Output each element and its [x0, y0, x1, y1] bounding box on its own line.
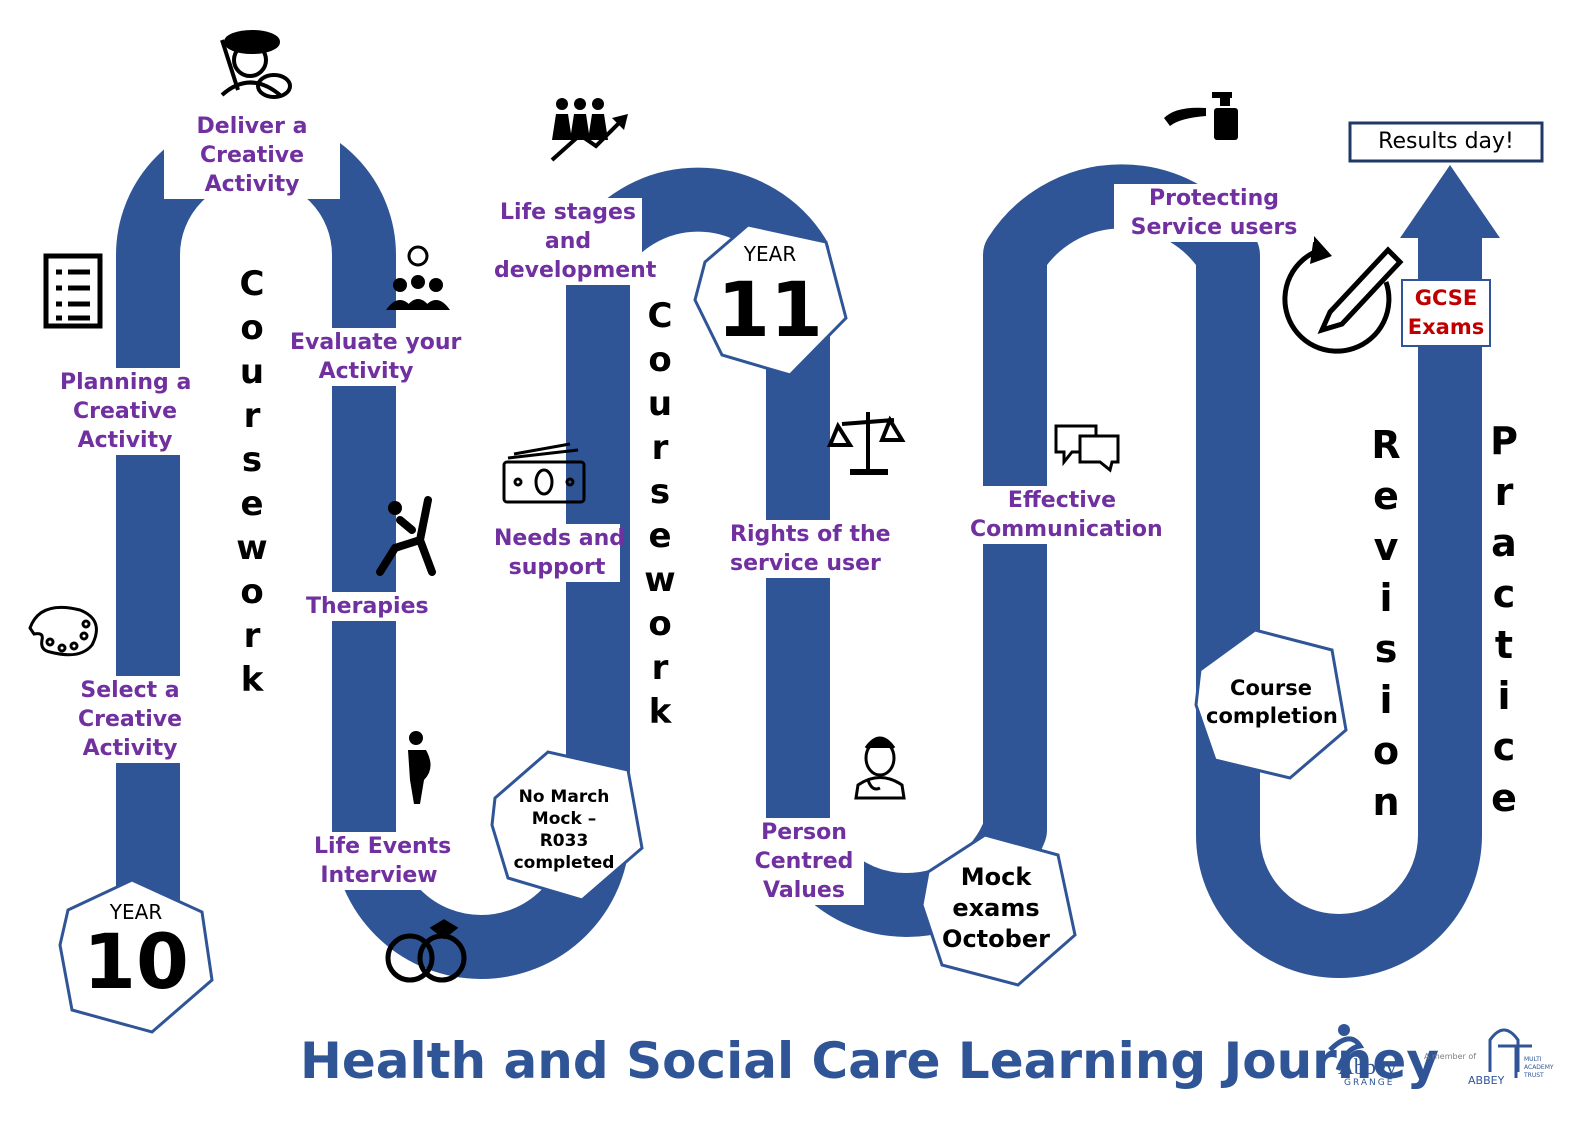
mock-hexagon: [920, 833, 1077, 987]
coursework1-letter: w: [236, 528, 268, 568]
results-day-label: Results day!: [1378, 129, 1514, 154]
coursework2-letter: e: [648, 516, 672, 556]
coursework1-letter: C: [239, 264, 265, 304]
label-therapies: Therapies: [306, 592, 429, 621]
practice-letter: c: [1492, 725, 1516, 769]
revision-letter: i: [1379, 576, 1393, 620]
page-title: Health and Social Care Learning Journey: [300, 1032, 1439, 1090]
coursework2-letter: C: [647, 296, 673, 336]
revision-letter: e: [1373, 474, 1399, 518]
coursework2-letter: o: [648, 604, 672, 644]
coursework1-letter: s: [241, 440, 263, 480]
year10-hexagon: [58, 878, 214, 1034]
coursework1-letter: r: [243, 616, 261, 656]
label-select: Select a Creative Activity: [74, 676, 186, 763]
coursework1-letter: e: [240, 484, 264, 524]
pencil-refresh-icon: [1282, 236, 1404, 354]
practice-letter: i: [1497, 674, 1511, 718]
coursework2-letter: k: [648, 692, 672, 732]
money-icon: [502, 442, 586, 504]
abbey-grange-logo: Abbey GRANGE: [1320, 1020, 1416, 1090]
coursework1-letter: k: [240, 660, 264, 700]
label-person: Person Centred Values: [744, 818, 864, 905]
label-protecting: Protecting Service users: [1114, 184, 1314, 242]
journey-arrowhead: [1400, 165, 1500, 238]
label-deliver: Deliver a Creative Activity: [164, 112, 340, 199]
label-life-events: Life Events Interview: [314, 832, 452, 890]
year10-label: YEAR: [109, 900, 163, 924]
coursework1-letter: o: [240, 308, 264, 348]
label-evaluate: Evaluate your Activity: [290, 328, 462, 386]
coursework1-letter: u: [239, 352, 265, 392]
label-rights: Rights of the service user: [730, 520, 891, 578]
hand-sanitiser-icon: [1164, 92, 1238, 140]
label-planning: Planning a Creative Activity: [60, 368, 192, 455]
gcse-exams-label: GCSE Exams: [1407, 286, 1485, 339]
coursework1-letter: o: [240, 572, 264, 612]
no-march-hexagon: [490, 750, 644, 902]
coursework1-letter: r: [243, 396, 261, 436]
artist-icon: [220, 30, 292, 99]
results-box: [1348, 121, 1544, 163]
revision-letter: R: [1371, 423, 1401, 467]
year10-number: 10: [83, 917, 189, 1006]
practice-letter: c: [1492, 572, 1516, 616]
abbey-grange-logo-mark: [1328, 1024, 1365, 1071]
revision-letter: n: [1372, 780, 1400, 824]
coursework2-letter: r: [651, 648, 669, 688]
year11-number: 11: [717, 265, 823, 354]
coursework2-letter: o: [648, 340, 672, 380]
checklist-icon: [43, 253, 103, 329]
practice-letter: a: [1491, 521, 1517, 565]
practice-letter: r: [1494, 470, 1514, 514]
practice-letter: P: [1490, 419, 1518, 463]
revision-letter: v: [1373, 525, 1399, 569]
team-idea-icon: [386, 245, 450, 310]
doctor-icon: [854, 736, 906, 800]
gcse-box: [1401, 279, 1491, 347]
year11-label: YEAR: [743, 242, 797, 266]
pregnant-woman-icon: [408, 731, 431, 804]
growth-people-icon: [550, 98, 628, 162]
coursework2-letter: u: [647, 384, 673, 424]
course-completion-hexagon: [1194, 628, 1348, 780]
coursework2-letter: w: [644, 560, 676, 600]
revision-letter: s: [1374, 627, 1398, 671]
coursework2-letter: s: [649, 472, 671, 512]
label-effective: Effective Communication: [970, 486, 1163, 544]
course-completion-text: Course completion: [1206, 676, 1338, 728]
chat-bubbles-icon: [1054, 424, 1120, 473]
revision-letter: i: [1379, 678, 1393, 722]
label-life-stages: Life stages and development: [494, 198, 657, 285]
abbey-mat-logo-mark: [1488, 1028, 1532, 1078]
yoga-icon: [376, 496, 436, 576]
abbey-mat-logo: A member of ABBEY MULTI ACADEMY TRUST: [1424, 1020, 1564, 1090]
practice-letter: e: [1491, 776, 1517, 820]
rings-icon: [385, 919, 467, 983]
scales-icon: [826, 412, 906, 475]
mock-text: Mock exams October: [942, 863, 1050, 953]
revision-letter: o: [1372, 729, 1400, 773]
label-needs: Needs and support: [494, 524, 626, 582]
practice-letter: t: [1494, 623, 1514, 667]
no-march-text: No March Mock – R033 completed: [513, 787, 615, 873]
palette-icon: [28, 605, 98, 657]
coursework2-letter: r: [651, 428, 669, 468]
year11-hexagon: [693, 223, 848, 377]
